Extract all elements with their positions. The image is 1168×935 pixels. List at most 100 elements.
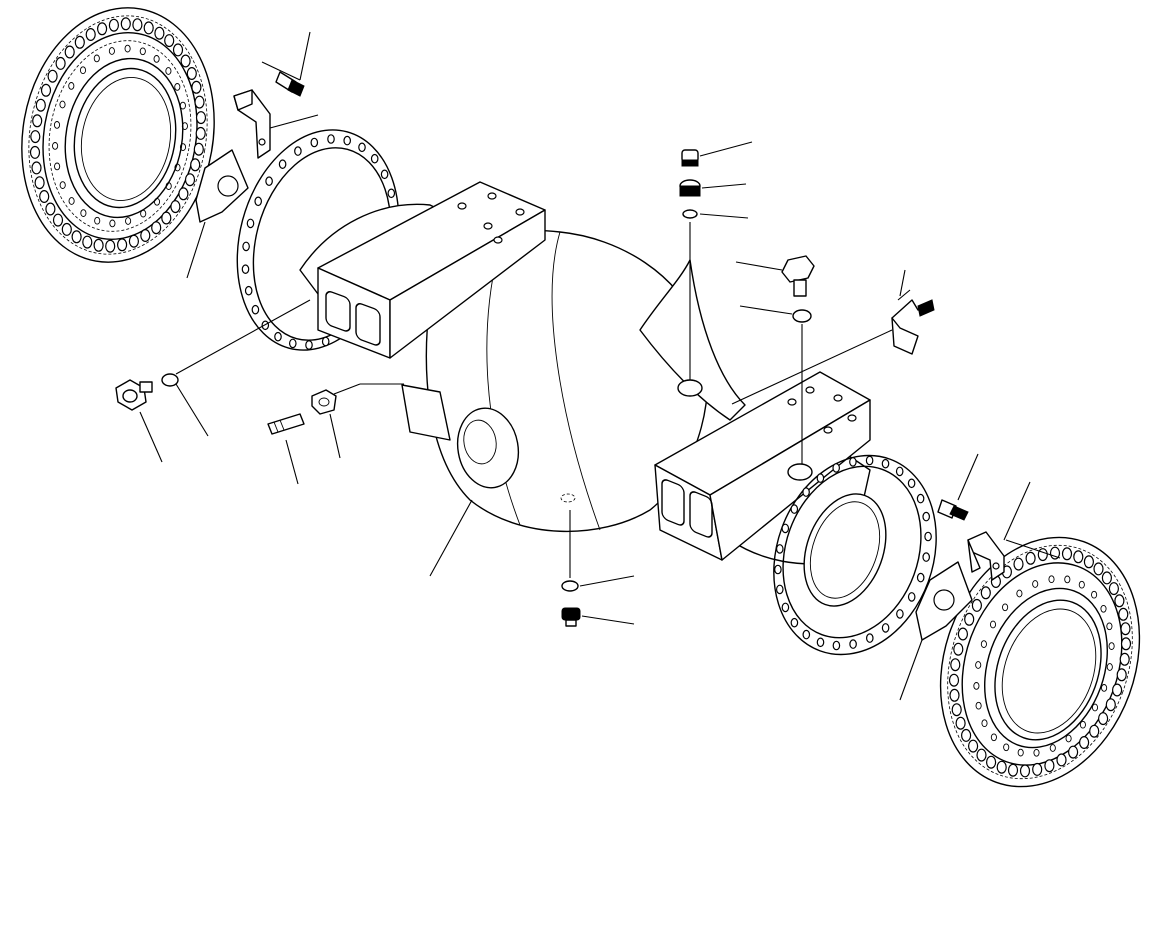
plate-tooth [195, 111, 207, 125]
flange-bolt-hole [816, 473, 825, 483]
plate-hole [59, 181, 66, 189]
plate-tooth [971, 598, 983, 612]
plate-tooth [61, 222, 72, 236]
flange-bolt-hole [327, 134, 335, 144]
plate-tooth [39, 190, 50, 204]
plate-hole [125, 217, 132, 225]
plate-tooth [1032, 762, 1043, 776]
plate-hole [1002, 603, 1009, 612]
axle-housing [299, 181, 871, 577]
plate-tooth [195, 126, 206, 140]
flange-bolt-hole [775, 544, 784, 554]
breather-cap [679, 179, 747, 197]
plate-hole [80, 209, 87, 217]
plate-tooth [1067, 745, 1079, 759]
breather-plug [681, 141, 753, 167]
flange-bolt-hole [358, 142, 366, 153]
plate-tooth [1114, 594, 1125, 608]
flange-bolt-hole [775, 584, 784, 595]
plate-hole [973, 682, 980, 690]
flange-bolt-hole [251, 304, 260, 315]
plate-tooth [964, 612, 975, 626]
plate-hole [52, 142, 59, 150]
flange-bolt-hole [896, 609, 904, 619]
plate-hole [1049, 744, 1056, 752]
plate-hole [1033, 748, 1040, 757]
plate-tooth [132, 18, 143, 32]
plate-tooth [74, 35, 85, 49]
plate-tooth [128, 234, 139, 248]
plate-hole [989, 620, 997, 629]
flange-bolt-hole [907, 478, 916, 489]
plate-tooth [1108, 582, 1120, 596]
plate-tooth [140, 229, 151, 243]
flange-bolt-hole [274, 331, 282, 342]
flange-bolt-hole [242, 241, 250, 252]
plate-tooth [45, 202, 56, 216]
plate-tooth [960, 728, 972, 742]
plate-hole [179, 101, 186, 110]
flange-bolt-hole [865, 455, 874, 466]
plate-tooth [1083, 555, 1095, 569]
flange-bolt-hole [895, 466, 904, 477]
plate-tooth [1061, 547, 1073, 561]
plate-tooth [985, 755, 997, 769]
plate-hole [1078, 580, 1085, 589]
flange-bolt-hole [802, 487, 810, 497]
flange-bolt-hole [305, 340, 313, 350]
plate-hole [1064, 575, 1071, 584]
plate-tooth [1037, 548, 1048, 562]
plate-hole [179, 143, 187, 151]
plate-hole [981, 719, 988, 728]
plate-tooth [190, 158, 201, 172]
stud-nut [311, 383, 404, 459]
flange-bolt-hole [254, 196, 263, 207]
fill-plug [735, 255, 815, 297]
plate-tooth [1025, 551, 1036, 565]
flange-bolt-hole [881, 458, 890, 469]
left-bracket-bolt [261, 31, 311, 97]
plate-hole [1100, 604, 1107, 613]
plate-tooth [1120, 622, 1131, 636]
flange-bolt-hole [922, 552, 931, 562]
flange-bolt-hole [907, 592, 916, 602]
name-plate [731, 289, 919, 405]
right-flange-holes [774, 455, 932, 651]
pad-bolt-hole [493, 236, 503, 244]
fill-plug-oring [739, 305, 812, 464]
plate-tooth [194, 95, 205, 109]
plate-tooth [116, 238, 128, 252]
pad-bolt-hole [823, 426, 833, 434]
flange-bolt-hole [881, 623, 890, 633]
stud [267, 413, 305, 485]
plate-hole [108, 47, 115, 55]
pad-bolt-hole [515, 208, 525, 216]
plate-tooth [1073, 550, 1084, 564]
plate-tooth [154, 26, 165, 40]
plate-hole [980, 640, 987, 648]
plate-hole [990, 733, 997, 742]
flange-bolt-hole [849, 457, 857, 467]
plate-tooth [71, 230, 82, 244]
plate-tooth [93, 238, 104, 252]
flange-bolt-hole [849, 639, 857, 649]
plate-hole [1032, 580, 1039, 588]
flange-bolt-hole [865, 633, 874, 643]
flange-bolt-hole [343, 135, 352, 146]
plate-tooth [161, 211, 172, 225]
pad-bolt-hole [847, 414, 857, 422]
flange-bolt-hole [832, 463, 841, 473]
plate-hole [124, 44, 131, 53]
plate-hole [1048, 575, 1055, 584]
flange-bolt-hole [294, 146, 302, 156]
plate-tooth [1101, 571, 1113, 585]
drain-oring [560, 493, 635, 592]
plate-tooth [32, 114, 43, 128]
right-gasket-plate [899, 561, 973, 701]
flange-bolt-hole [265, 176, 273, 186]
pad-bolt-hole [805, 386, 815, 394]
plate-hole [1079, 720, 1086, 729]
plate-tooth [1105, 698, 1116, 712]
plate-hole [93, 54, 100, 63]
plate-tooth [1111, 683, 1123, 697]
